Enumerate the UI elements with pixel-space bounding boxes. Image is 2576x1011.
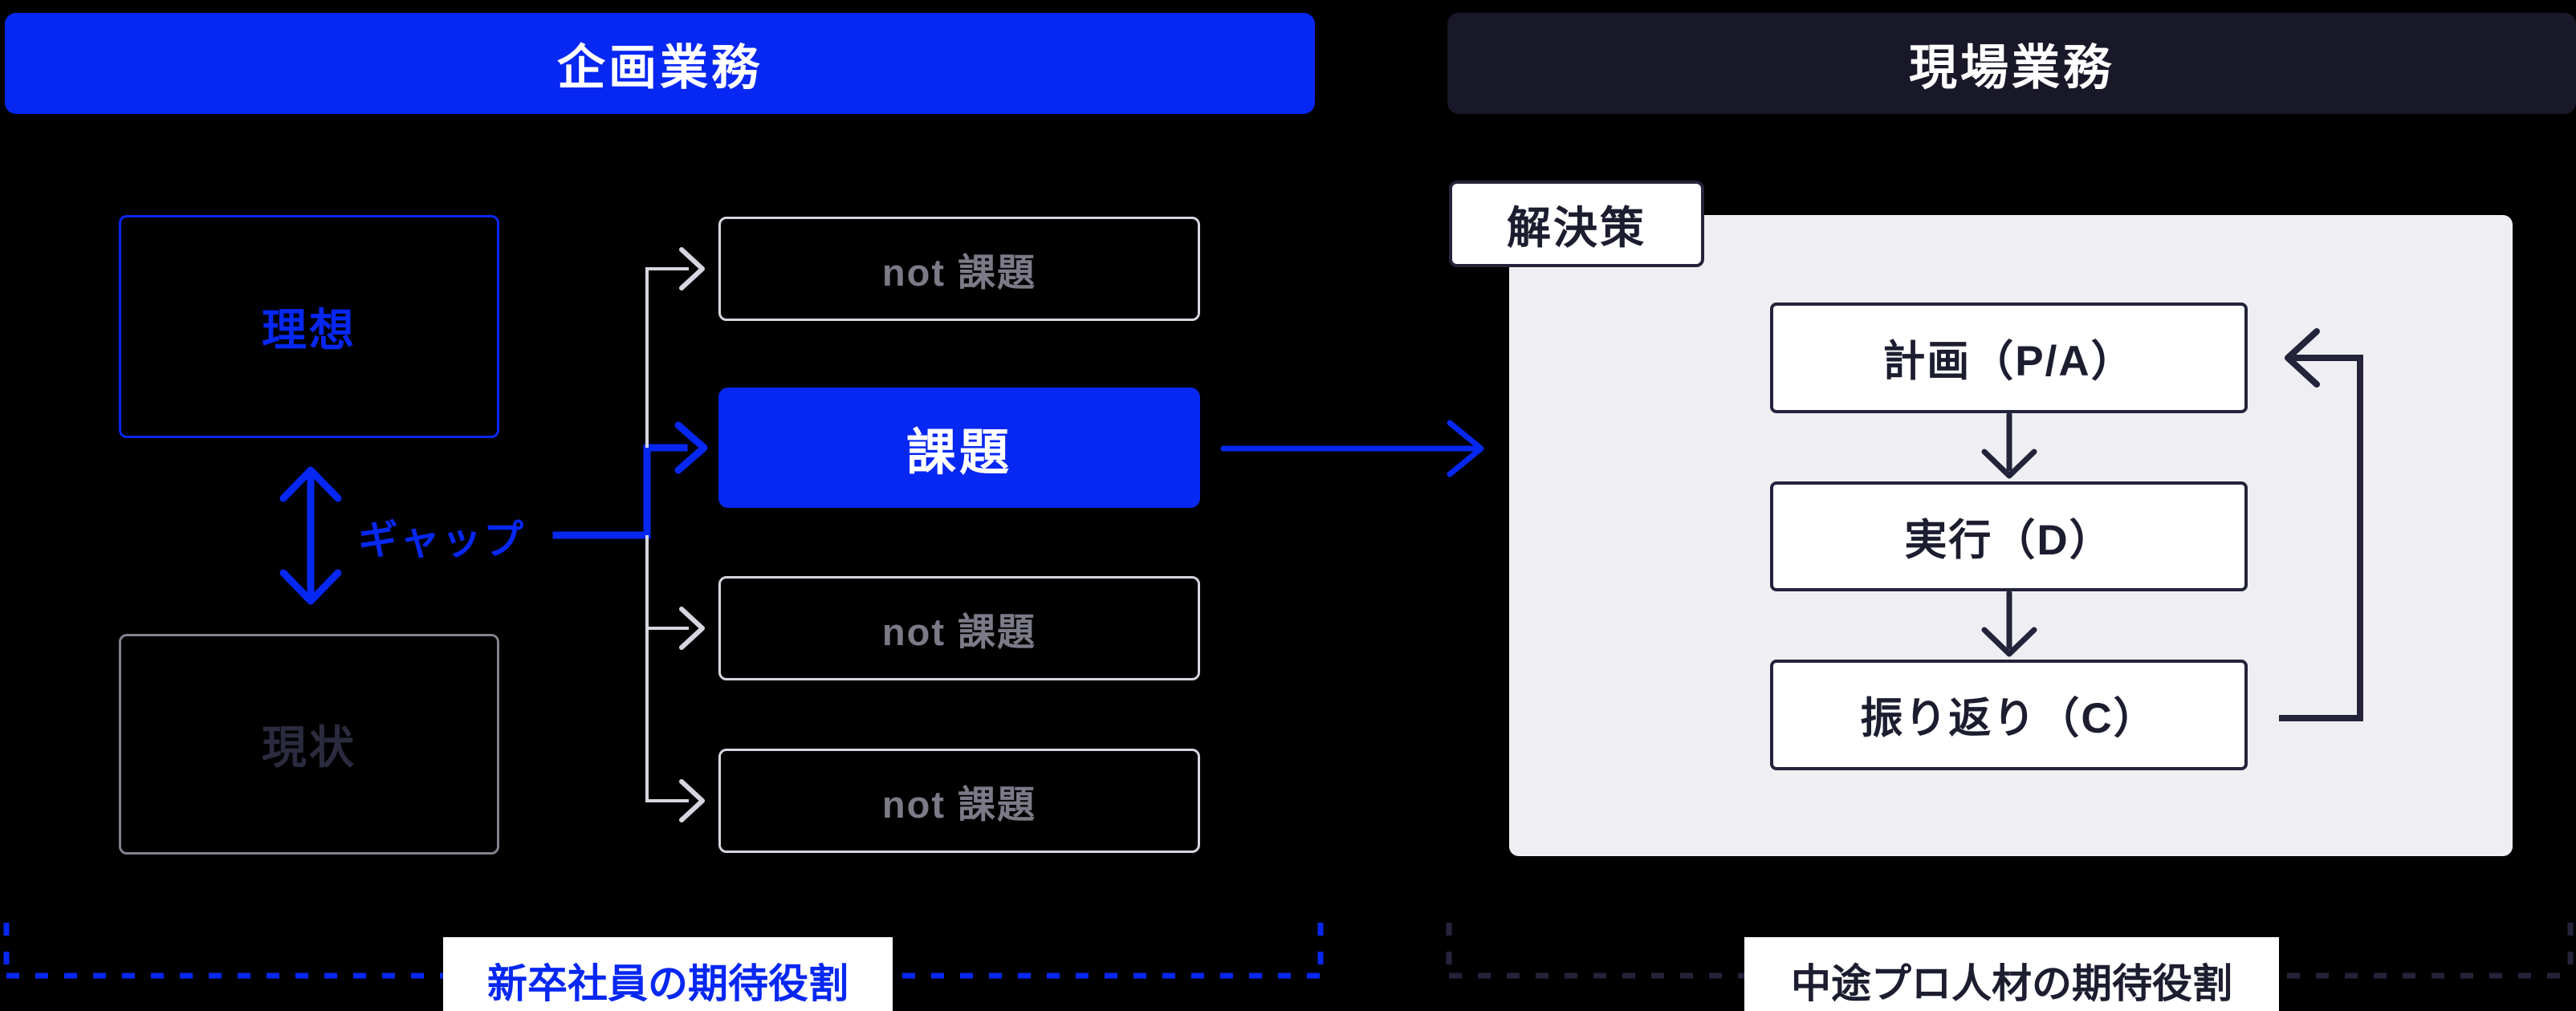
current-state-box: 現状 (119, 634, 499, 855)
not-issue-label-3: not 課題 (881, 782, 1037, 826)
arrowhead-not3 (679, 779, 705, 822)
branch-trunk (645, 267, 689, 802)
arrowhead-task (674, 421, 708, 474)
not-issue-box-3: not 課題 (718, 749, 1200, 853)
not-issue-box-2: not 課題 (718, 576, 1200, 680)
pdca-check-box: 振り返り（C） (1770, 660, 2248, 770)
pdca-plan-box: 計画（P/A） (1770, 302, 2248, 413)
pdca-loop-arrow (2279, 355, 2363, 721)
current-state-label: 現状 (262, 722, 356, 773)
ideal-box: 理想 (119, 215, 499, 438)
footer-midcareer-role-label: 中途プロ人材の期待役割 (1744, 937, 2279, 1011)
header-field-label: 現場業務 (1909, 40, 2114, 95)
arrowhead-not2 (679, 607, 705, 650)
not-issue-label-2: not 課題 (881, 610, 1037, 653)
pdca-do-box: 実行（D） (1770, 481, 2248, 591)
branch-arrowheads (679, 247, 705, 822)
footer-new-grad-role-label: 新卒社員の期待役割 (443, 937, 893, 1011)
gap-label: ギャップ (358, 518, 525, 562)
solution-label: 解決策 (1506, 203, 1646, 253)
header-field-work: 現場業務 (1447, 13, 2576, 114)
issue-box: 課題 (718, 388, 1200, 508)
footer-bracket-left (3, 923, 1324, 979)
header-planning-work: 企画業務 (5, 13, 1315, 114)
issue-label: 課題 (905, 425, 1012, 481)
header-planning-label: 企画業務 (557, 40, 763, 95)
pdca-down-arrows (1981, 412, 2037, 657)
pdca-do-label: 実行（D） (1904, 516, 2114, 564)
not-issue-box-1: not 課題 (718, 217, 1200, 321)
gap-to-task-connector (552, 444, 688, 539)
pdca-plan-label: 計画（P/A） (1882, 338, 2135, 385)
arrowhead-not1 (679, 247, 705, 290)
pdca-check-label: 振り返り（C） (1860, 695, 2158, 742)
task-flow-arrow (1220, 420, 1484, 477)
pdca-loop-arrowhead (2285, 328, 2320, 388)
not-issue-label-1: not 課題 (881, 250, 1037, 294)
ideal-label: 理想 (262, 304, 356, 355)
footer-bracket-right (1446, 923, 2576, 979)
solution-label-box: 解決策 (1449, 181, 1704, 267)
gap-double-arrow (279, 466, 342, 605)
